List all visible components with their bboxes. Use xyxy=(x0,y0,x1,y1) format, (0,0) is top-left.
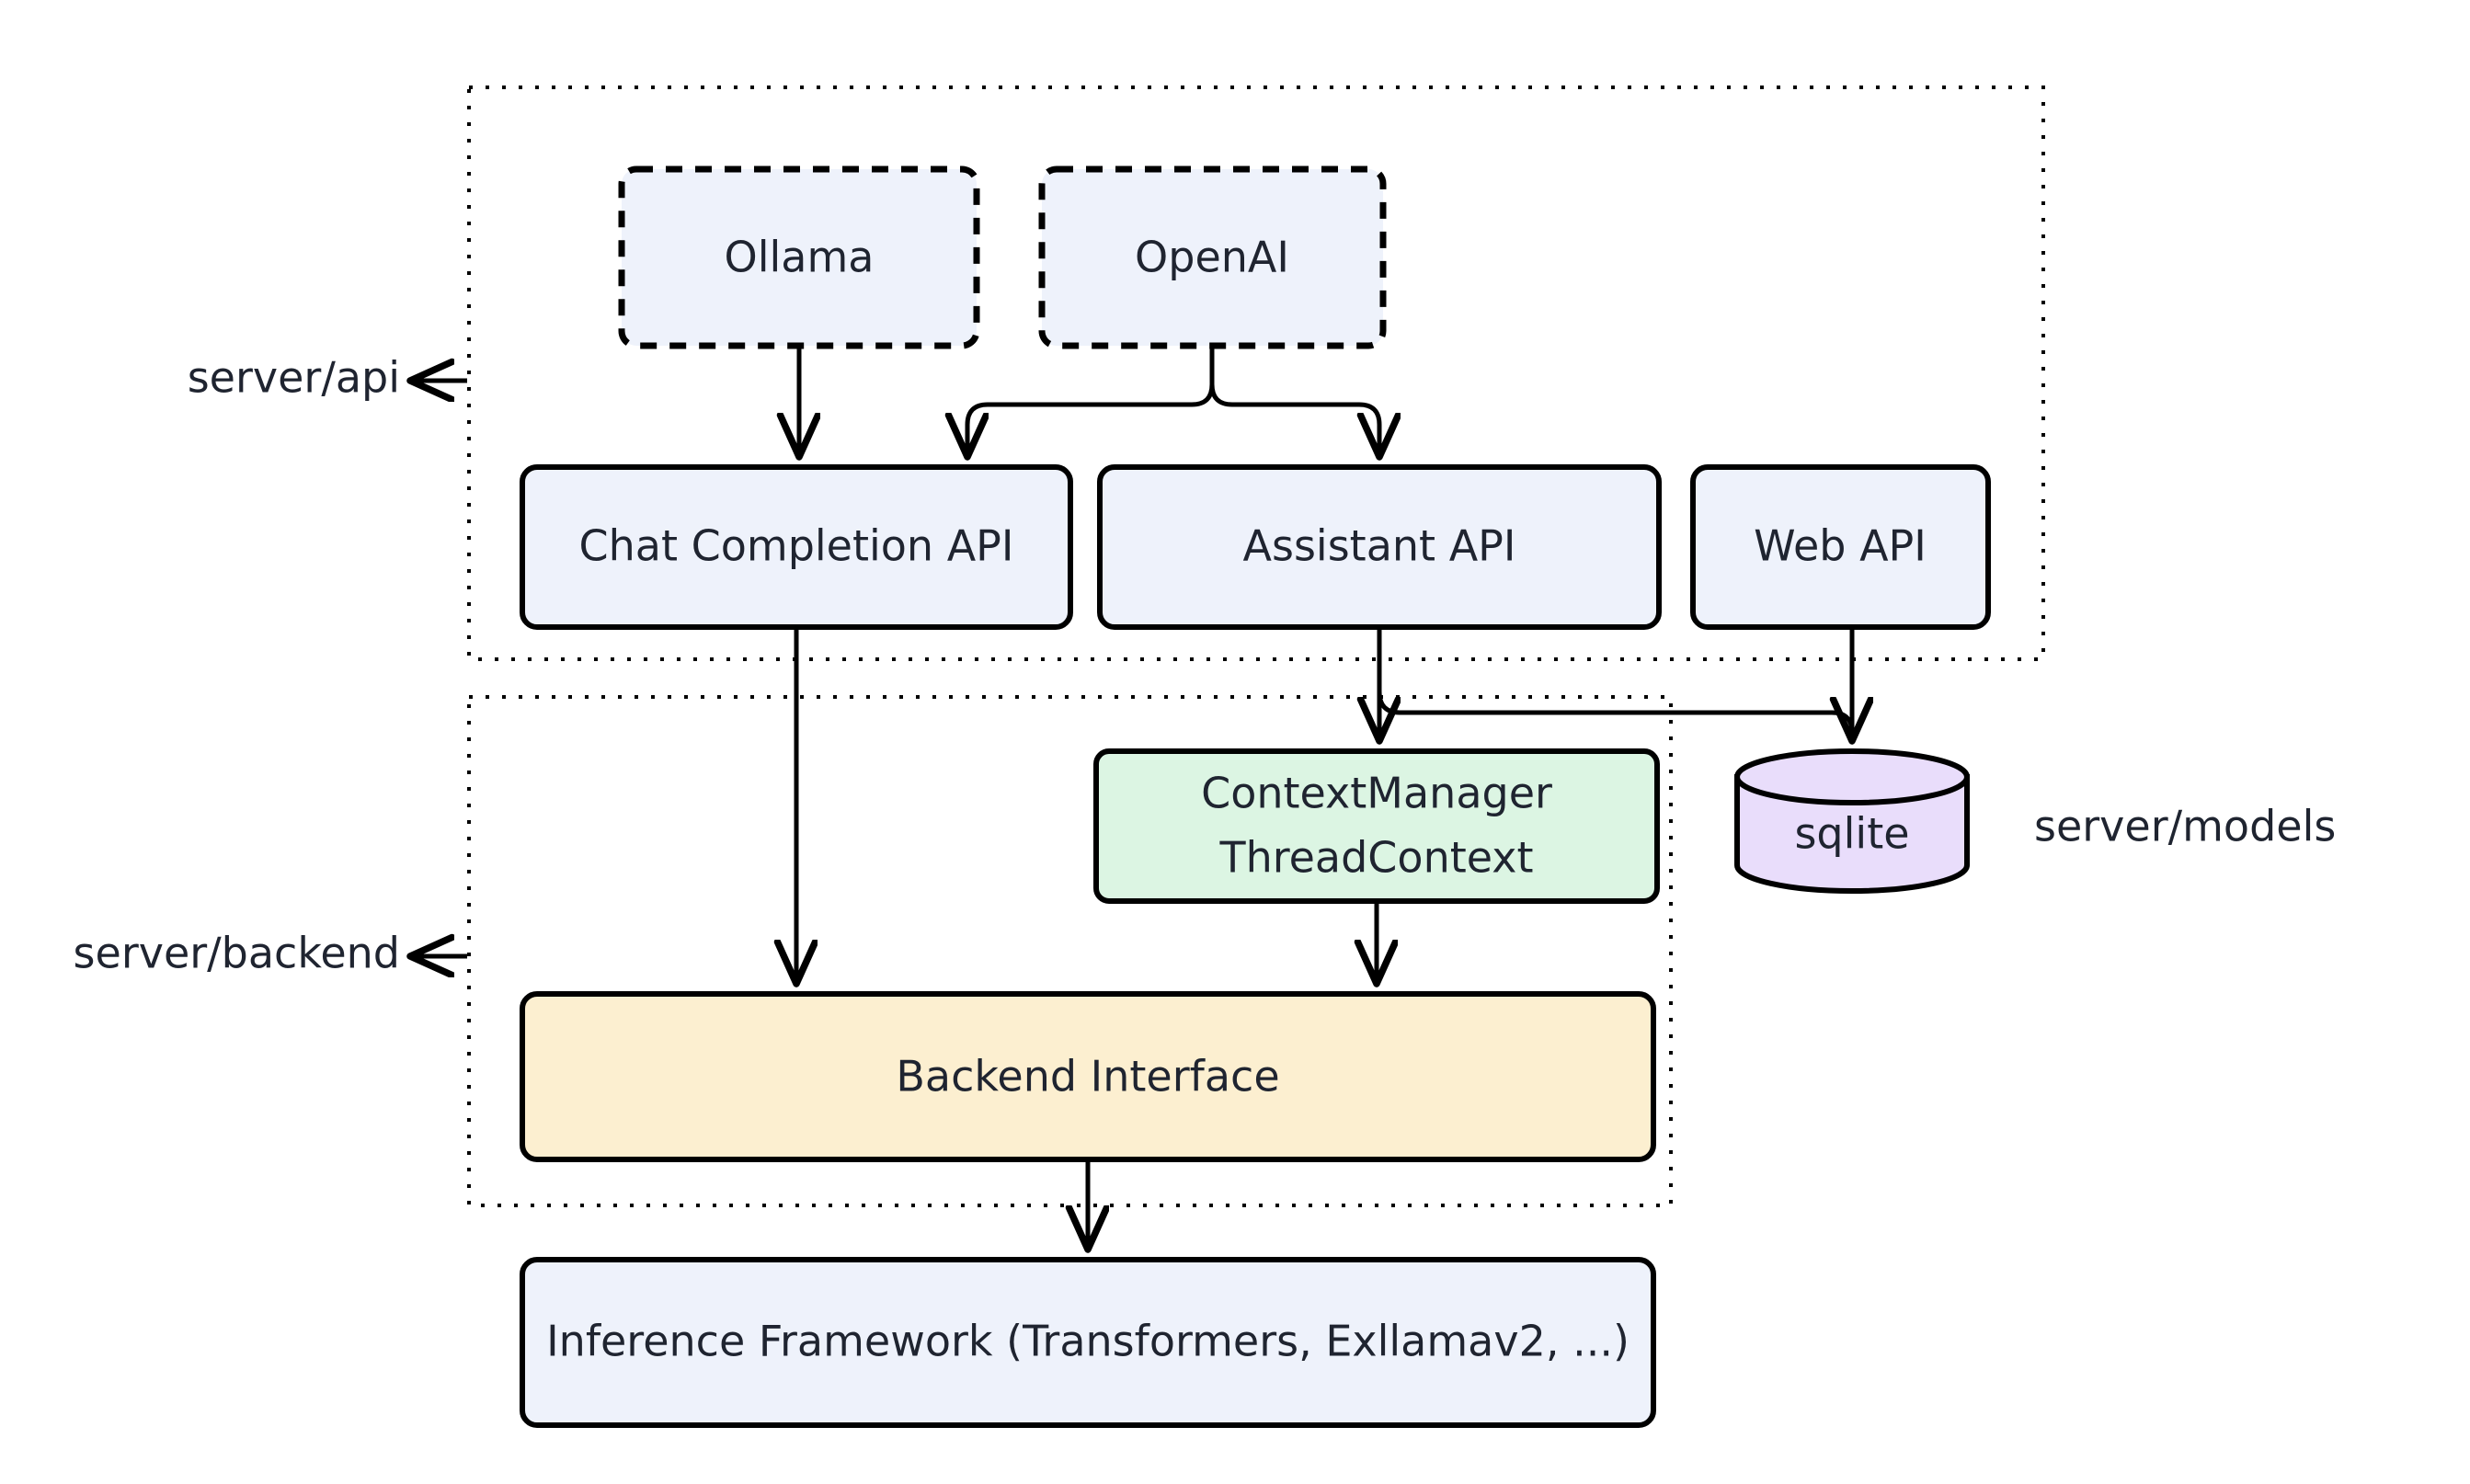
context-manager-label-line1: ContextManager xyxy=(1201,769,1552,818)
openai-box[interactable] xyxy=(1038,166,1387,349)
node-sqlite[interactable]: sqlite xyxy=(1734,748,1970,894)
side-label-server-backend: server/backend xyxy=(74,929,467,978)
assistant-api-box[interactable] xyxy=(1097,464,1662,630)
node-web-api[interactable]: Web API xyxy=(1690,464,1991,630)
sqlite-cylinder-body[interactable] xyxy=(1734,774,1970,894)
server-backend-label-text: server/backend xyxy=(74,929,400,978)
edge-openai-to-chat-completion-api xyxy=(967,343,1215,455)
backend-interface-label: Backend Interface xyxy=(896,1052,1279,1102)
edge-openai-fork xyxy=(967,343,1379,455)
sqlite-label: sqlite xyxy=(1794,809,1909,859)
edge-line xyxy=(1377,624,1855,742)
node-inference-framework[interactable]: Inference Framework (Transformers, Exlla… xyxy=(520,1257,1656,1428)
assistant-api-label: Assistant API xyxy=(1243,521,1516,571)
chat-completion-api-box[interactable] xyxy=(520,464,1073,630)
context-manager-label-line2: ThreadContext xyxy=(1218,833,1533,883)
server-models-label-text: server/models xyxy=(2034,802,2336,851)
side-label-server-models: server/models xyxy=(2034,802,2336,851)
openai-label: OpenAI xyxy=(1135,233,1289,282)
node-backend-interface[interactable]: Backend Interface xyxy=(520,991,1656,1162)
web-api-label: Web API xyxy=(1754,521,1927,571)
inference-framework-label: Inference Framework (Transformers, Exlla… xyxy=(546,1317,1630,1366)
inference-framework-box[interactable] xyxy=(520,1257,1656,1428)
node-openai[interactable]: OpenAI xyxy=(1038,166,1387,349)
node-context-manager[interactable]: ContextManager ThreadContext xyxy=(1093,748,1660,904)
side-label-server-api: server/api xyxy=(188,353,467,403)
edge-assistant-api-to-sqlite xyxy=(1377,624,1855,742)
context-manager-box[interactable] xyxy=(1093,748,1660,904)
edge-openai-to-assistant-api xyxy=(1209,343,1379,455)
sqlite-cylinder-top xyxy=(1734,748,1970,805)
web-api-box[interactable] xyxy=(1690,464,1991,630)
group-server-api xyxy=(467,86,2045,661)
node-assistant-api[interactable]: Assistant API xyxy=(1097,464,1662,630)
node-chat-completion-api[interactable]: Chat Completion API xyxy=(520,464,1073,630)
node-ollama[interactable]: Ollama xyxy=(618,166,980,349)
ollama-label: Ollama xyxy=(725,233,875,282)
backend-interface-box[interactable] xyxy=(520,991,1656,1162)
ollama-box[interactable] xyxy=(618,166,980,349)
chat-completion-api-label: Chat Completion API xyxy=(579,521,1014,571)
server-api-container-border xyxy=(467,86,2045,661)
server-api-label-text: server/api xyxy=(188,353,400,403)
